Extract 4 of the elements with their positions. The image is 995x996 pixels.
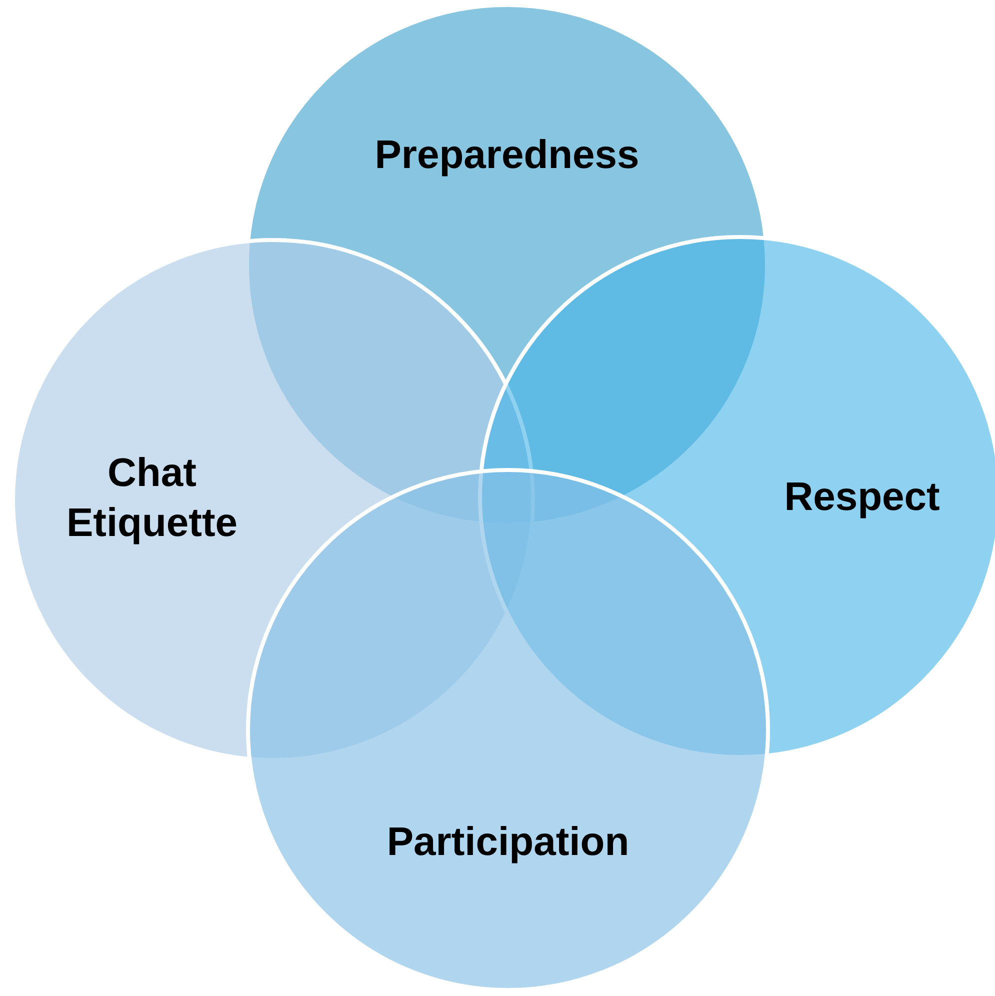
circle-label: Preparedness bbox=[374, 132, 640, 179]
circle-label: Respect bbox=[783, 474, 941, 521]
circle-label: Participation bbox=[386, 819, 630, 866]
circle-label: Chat Etiquette bbox=[65, 450, 239, 547]
